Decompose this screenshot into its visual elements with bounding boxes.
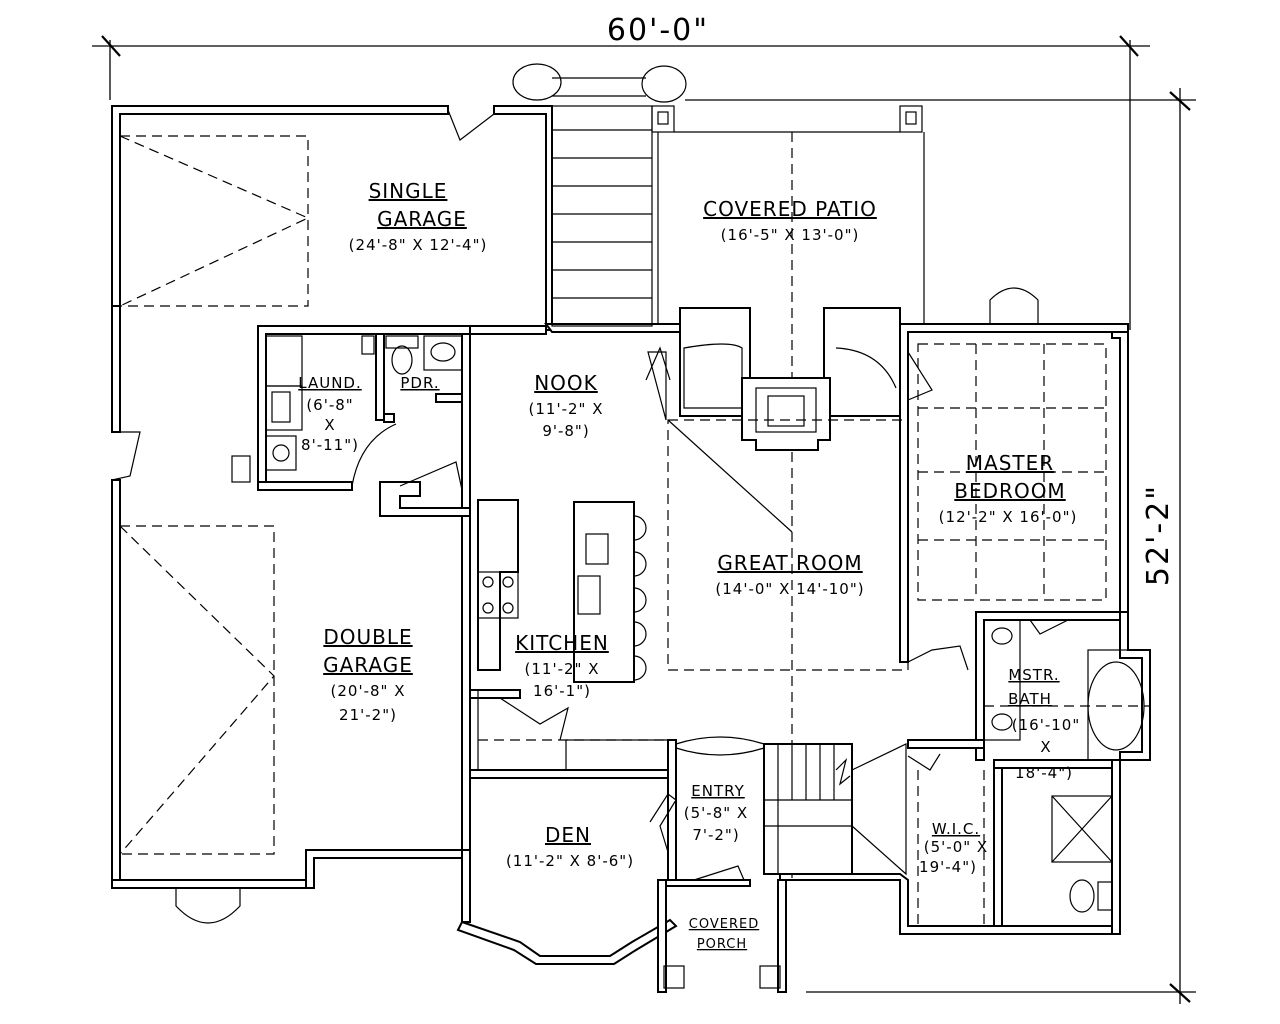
master-bedroom-name: MASTER — [966, 451, 1054, 475]
bedroom-rug — [917, 343, 1107, 601]
master-bath-size-2: X — [1040, 738, 1051, 756]
entry-name: ENTRY — [691, 782, 745, 800]
room-label-covered-patio: COVERED PATIO (16'-5" X 13'-0") — [703, 197, 877, 244]
wic-name: W.I.C. — [932, 820, 980, 838]
powder-name: PDR. — [400, 374, 439, 392]
laundry-size-2: X — [324, 416, 335, 434]
depth-dimension-label: 52'-2" — [1141, 484, 1176, 586]
width-dimension-label: 60'-0" — [607, 13, 709, 48]
den-name: DEN — [545, 823, 591, 847]
exterior-walls — [111, 105, 1151, 993]
entry-size-1: (5'-8" X — [684, 804, 748, 822]
room-label-den: DEN (11'-2" X 8'-6") — [506, 823, 634, 870]
room-label-entry: ENTRY (5'-8" X 7'-2") — [684, 782, 748, 844]
double-garage-name-2: GARAGE — [323, 653, 413, 677]
covered-patio-name: COVERED PATIO — [703, 197, 877, 221]
master-bedroom-size: (12'-2" X 16'-0") — [939, 508, 1078, 526]
master-bath-size-1: (16'-10" — [1012, 716, 1080, 734]
double-garage-name: DOUBLE — [323, 625, 412, 649]
room-label-great-room: GREAT ROOM (14'-0" X 14'-10") — [715, 551, 864, 598]
laundry-size-3: 8'-11") — [301, 436, 359, 454]
room-label-nook: NOOK (11'-2" X 9'-8") — [529, 371, 604, 440]
covered-porch-name-2: PORCH — [697, 937, 747, 952]
room-label-powder: PDR. — [400, 374, 439, 392]
entry-size-2: 7'-2") — [692, 826, 739, 844]
room-label-master-bath: MSTR. BATH (16'-10" X 18'-4") — [1008, 666, 1080, 782]
room-label-master-bedroom: MASTER BEDROOM (12'-2" X 16'-0") — [939, 451, 1078, 526]
double-garage-size-2: 21'-2") — [339, 706, 397, 724]
master-bath-name-2: BATH — [1008, 690, 1052, 708]
single-garage-name: SINGLE — [369, 179, 448, 203]
porch-posts — [663, 965, 781, 989]
great-room-size: (14'-0" X 14'-10") — [715, 580, 864, 598]
covered-porch-name: COVERED — [689, 917, 759, 932]
interior-walls — [231, 325, 1151, 927]
nook-name: NOOK — [534, 371, 598, 395]
den-size: (11'-2" X 8'-6") — [506, 852, 634, 870]
depth-dimension: 52'-2" — [806, 88, 1196, 1004]
garage-doors — [111, 109, 495, 924]
kitchen-size-2: 16'-1") — [533, 682, 591, 700]
laundry-size-1: (6'-8" — [306, 396, 353, 414]
single-garage-name-2: GARAGE — [377, 207, 467, 231]
wic-size-1: (5'-0" X — [924, 838, 988, 856]
wic-size-2: 19'-4") — [919, 858, 977, 876]
master-bath-size-3: 18'-4") — [1015, 764, 1073, 782]
patio-area — [512, 63, 1039, 880]
width-dimension: 60'-0" — [92, 13, 1196, 101]
covered-patio-size: (16'-5" X 13'-0") — [721, 226, 860, 244]
master-bath-name: MSTR. — [1008, 666, 1059, 684]
kitchen-size-1: (11'-2" X — [525, 660, 600, 678]
room-label-wic: W.I.C. (5'-0" X 19'-4") — [919, 820, 988, 876]
kitchen-name: KITCHEN — [515, 631, 609, 655]
room-label-single-garage: SINGLE GARAGE (24'-8" X 12'-4") — [349, 179, 488, 254]
great-room-name: GREAT ROOM — [717, 551, 862, 575]
nook-size-2: 9'-8") — [542, 422, 589, 440]
room-label-double-garage: DOUBLE GARAGE (20'-8" X 21'-2") — [323, 625, 413, 724]
room-label-covered-porch: COVERED PORCH — [689, 917, 759, 952]
laundry-name: LAUND. — [298, 374, 361, 392]
room-label-laundry: LAUND. (6'-8" X 8'-11") — [298, 374, 361, 454]
nook-size-1: (11'-2" X — [529, 400, 604, 418]
room-label-kitchen: KITCHEN (11'-2" X 16'-1") — [515, 631, 609, 700]
single-garage-size: (24'-8" X 12'-4") — [349, 236, 488, 254]
master-bedroom-name-2: BEDROOM — [954, 479, 1065, 503]
double-garage-size-1: (20'-8" X — [331, 682, 406, 700]
